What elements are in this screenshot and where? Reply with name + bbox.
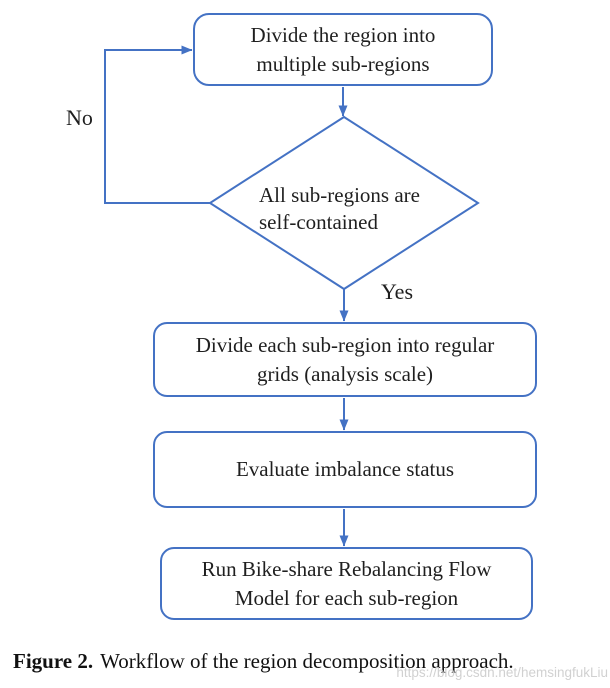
node-divide-region-label: Divide the region into multiple sub-regi… bbox=[250, 22, 436, 76]
node-divide-grids-label: Divide each sub-region into regular grid… bbox=[195, 332, 495, 386]
node-run-model: Run Bike-share Rebalancing Flow Model fo… bbox=[160, 547, 533, 620]
node-decision-label: All sub-regions are self-contained bbox=[259, 183, 420, 234]
caption-text: Workflow of the region decomposition app… bbox=[100, 649, 514, 673]
node-divide-region: Divide the region into multiple sub-regi… bbox=[193, 13, 493, 86]
no-loop-connector bbox=[104, 45, 210, 204]
node-evaluate: Evaluate imbalance status bbox=[153, 431, 537, 508]
node-evaluate-label: Evaluate imbalance status bbox=[235, 457, 455, 482]
edge-label-no: No bbox=[66, 105, 93, 130]
node-run-model-label: Run Bike-share Rebalancing Flow Model fo… bbox=[201, 556, 492, 610]
figure-caption: Figure 2.Workflow of the region decompos… bbox=[13, 648, 605, 674]
edge-label-yes: Yes bbox=[381, 279, 414, 304]
node-divide-grids: Divide each sub-region into regular grid… bbox=[153, 322, 537, 397]
caption-label: Figure 2. bbox=[13, 649, 94, 673]
